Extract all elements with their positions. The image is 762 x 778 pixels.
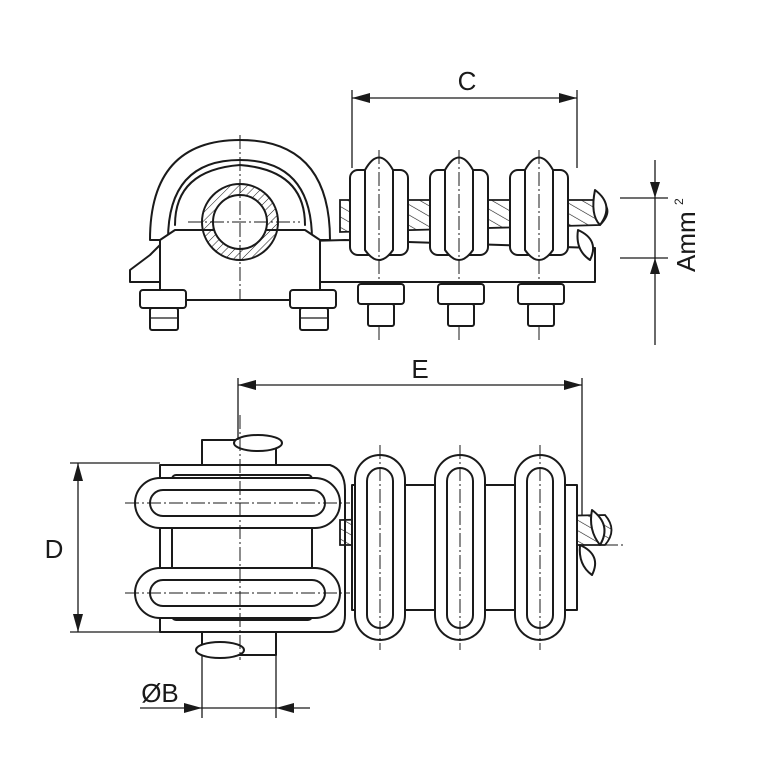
saddle-bolt-left [139, 289, 187, 331]
saddle-ubolt-lower [125, 567, 350, 619]
dimension-d: D [45, 462, 160, 633]
clamp-nut-3 [517, 283, 565, 327]
dimension-e: E [237, 354, 583, 515]
rope-end-upper [592, 189, 608, 226]
rope-end-lower [576, 229, 594, 261]
plan-view: E D ØB [45, 354, 625, 718]
clamp-loop-plan-2 [434, 445, 486, 650]
side-view: C Amm 2 [129, 66, 701, 345]
label-b: ØB [141, 678, 179, 708]
label-d: D [45, 534, 64, 564]
saddle-ubolt-upper [125, 477, 350, 529]
clamp-loop-2 [429, 150, 489, 340]
dimension-c: C [351, 66, 578, 168]
saddle-bolt-right [289, 289, 337, 331]
label-e: E [411, 354, 428, 384]
pipe-bottom-end [195, 641, 245, 659]
dimension-b: ØB [140, 655, 310, 718]
clamp-loop-plan-1 [354, 445, 406, 650]
clamp-nut-1 [357, 283, 405, 327]
label-c: C [458, 66, 477, 96]
label-a: Amm [671, 211, 701, 272]
rope-plan-end-lower [578, 544, 596, 576]
clamp-loop-3 [509, 150, 569, 340]
dimension-a: Amm 2 [620, 160, 701, 345]
saddle-housing [149, 139, 331, 241]
clamp-nut-2 [437, 283, 485, 327]
clamp-loop-plan-3 [514, 445, 566, 650]
label-a-superscript: 2 [672, 198, 686, 205]
pipe-top-end [233, 434, 283, 452]
